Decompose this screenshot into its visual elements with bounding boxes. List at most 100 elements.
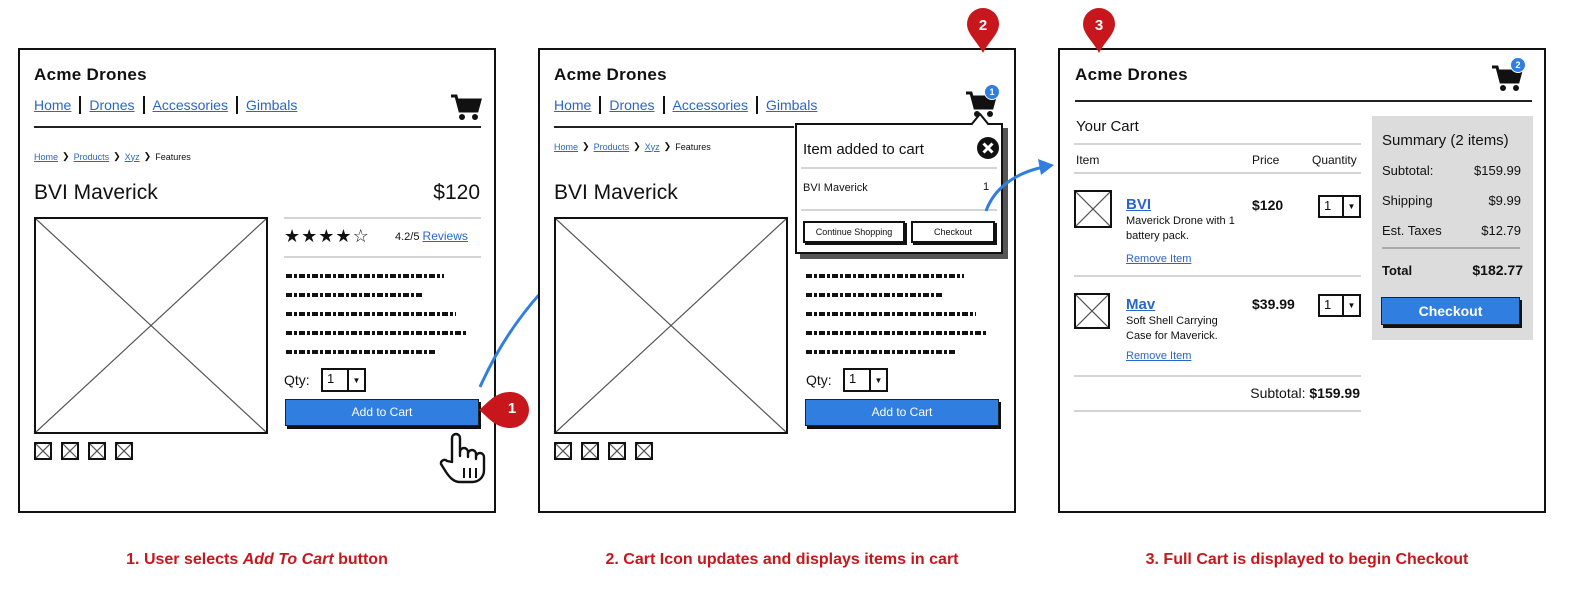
cart-subtotal: Subtotal: $159.99 bbox=[1200, 385, 1360, 401]
divider bbox=[1074, 375, 1361, 377]
cart-item-image bbox=[1074, 190, 1112, 228]
chevron-right-icon: ❯ bbox=[582, 141, 590, 151]
quantity-select[interactable]: 1 ▼ bbox=[843, 368, 888, 392]
thumbnail[interactable] bbox=[581, 442, 599, 460]
qty-label: Qty: bbox=[284, 372, 310, 388]
chevron-right-icon: ❯ bbox=[633, 141, 641, 151]
flow-arrow bbox=[984, 159, 1054, 212]
half-star-icon: ☆ bbox=[352, 226, 370, 246]
added-to-cart-popup: Item added to cart BVI Maverick 1 Contin… bbox=[795, 123, 1003, 254]
thumbnail[interactable] bbox=[34, 442, 52, 460]
image-placeholder-icon bbox=[36, 219, 266, 432]
breadcrumb: Home❯ Products❯ Xyz❯ Features bbox=[34, 151, 191, 162]
caption-text: 1. User selects bbox=[126, 551, 243, 568]
star-icon: ★ bbox=[301, 226, 319, 246]
header-divider bbox=[554, 126, 794, 128]
breadcrumb-current: Features bbox=[675, 141, 711, 152]
step-marker-2: 2 bbox=[978, 17, 988, 34]
brand-title: Acme Drones bbox=[34, 65, 147, 84]
breadcrumb-current: Features bbox=[155, 151, 191, 162]
breadcrumb-products[interactable]: Products bbox=[593, 141, 630, 152]
dropdown-arrow-icon: ▼ bbox=[1342, 296, 1359, 315]
close-icon[interactable] bbox=[976, 136, 1000, 160]
continue-shopping-button[interactable]: Continue Shopping bbox=[803, 221, 905, 243]
divider bbox=[1382, 247, 1520, 249]
popup-pointer bbox=[970, 113, 990, 125]
breadcrumb-xyz[interactable]: Xyz bbox=[644, 141, 660, 152]
add-to-cart-button[interactable]: Add to Cart bbox=[805, 399, 999, 426]
nav-accessories[interactable]: Accessories bbox=[145, 96, 238, 114]
divider bbox=[1074, 143, 1361, 145]
dropdown-arrow-icon: ▼ bbox=[347, 370, 364, 390]
cart-icon[interactable] bbox=[450, 93, 482, 121]
chevron-right-icon: ❯ bbox=[113, 151, 121, 161]
cart-item-name-link[interactable]: Mav bbox=[1126, 296, 1156, 313]
quantity-value: 1 bbox=[1324, 297, 1332, 312]
cart-item-description-line: battery pack. bbox=[1126, 230, 1189, 242]
remove-item-link[interactable]: Remove Item bbox=[1126, 350, 1192, 362]
summary-taxes-label: Est. Taxes bbox=[1382, 223, 1442, 238]
cart-count-badge: 2 bbox=[1510, 57, 1526, 73]
divider bbox=[801, 167, 997, 169]
cart-item-price: $120 bbox=[1252, 197, 1284, 213]
summary-subtotal-value: $159.99 bbox=[1474, 163, 1521, 178]
breadcrumb-home[interactable]: Home bbox=[554, 141, 579, 152]
cart-item-description-line: Maverick Drone with 1 bbox=[1126, 215, 1235, 227]
popup-title: Item added to cart bbox=[803, 141, 924, 158]
cart-item-description: Maverick Drone with 1 battery pack. bbox=[1126, 214, 1235, 244]
caption-emphasis: Add To Cart bbox=[242, 551, 334, 568]
nav-gimbals[interactable]: Gimbals bbox=[245, 97, 298, 113]
dropdown-arrow-icon: ▼ bbox=[869, 370, 886, 390]
cart-item-description: Soft Shell Carrying Case for Maverick. bbox=[1126, 314, 1218, 344]
breadcrumb-products[interactable]: Products bbox=[73, 151, 110, 162]
quantity-value: 1 bbox=[1324, 198, 1332, 213]
divider bbox=[284, 256, 481, 258]
checkout-button[interactable]: Checkout bbox=[1381, 297, 1520, 325]
image-placeholder-icon bbox=[637, 444, 651, 458]
nav-drones[interactable]: Drones bbox=[81, 96, 145, 114]
remove-item-link[interactable]: Remove Item bbox=[1126, 253, 1192, 265]
thumbnail[interactable] bbox=[115, 442, 133, 460]
cart-item-name-link[interactable]: BVI bbox=[1126, 196, 1152, 213]
summary-shipping-value: $9.99 bbox=[1488, 193, 1521, 208]
nav-home[interactable]: Home bbox=[554, 96, 602, 114]
divider bbox=[284, 217, 481, 219]
image-placeholder-icon bbox=[1076, 192, 1110, 226]
thumbnail[interactable] bbox=[88, 442, 106, 460]
thumbnail[interactable] bbox=[608, 442, 626, 460]
star-icon: ★ bbox=[335, 226, 353, 246]
rating-text: 4.2/5 bbox=[395, 231, 420, 243]
cart-quantity-select[interactable]: 1 ▼ bbox=[1318, 195, 1361, 218]
thumbnail-row bbox=[554, 442, 653, 460]
breadcrumb-home[interactable]: Home bbox=[34, 151, 59, 162]
nav-drones[interactable]: Drones bbox=[601, 96, 665, 114]
divider bbox=[1074, 410, 1361, 412]
description-scribble bbox=[806, 274, 986, 354]
summary-subtotal-label: Subtotal: bbox=[1382, 163, 1434, 178]
image-placeholder-icon bbox=[583, 444, 597, 458]
caption-step-1: 1. User selects Add To Cart button bbox=[18, 551, 496, 569]
popup-item-name: BVI Maverick bbox=[803, 182, 868, 194]
thumbnail[interactable] bbox=[61, 442, 79, 460]
quantity-value: 1 bbox=[849, 371, 857, 386]
star-rating: ★★★★☆ bbox=[284, 226, 370, 247]
thumbnail[interactable] bbox=[635, 442, 653, 460]
cart-subtotal-label: Subtotal: bbox=[1250, 385, 1306, 401]
popup-checkout-button[interactable]: Checkout bbox=[911, 221, 995, 243]
add-to-cart-button[interactable]: Add to Cart bbox=[285, 399, 479, 426]
product-title: BVI Maverick bbox=[34, 181, 158, 204]
thumbnail[interactable] bbox=[554, 442, 572, 460]
cart-quantity-select[interactable]: 1 ▼ bbox=[1318, 294, 1361, 317]
step-marker-1: 1 bbox=[507, 400, 517, 417]
reviews-link[interactable]: Reviews bbox=[422, 229, 468, 243]
chevron-right-icon: ❯ bbox=[62, 151, 70, 161]
quantity-select[interactable]: 1 ▼ bbox=[321, 368, 366, 392]
map-marker-icon bbox=[479, 392, 529, 428]
product-price: $120 bbox=[433, 181, 480, 204]
image-placeholder-icon bbox=[36, 444, 50, 458]
nav-home[interactable]: Home bbox=[34, 96, 82, 114]
breadcrumb-xyz[interactable]: Xyz bbox=[124, 151, 140, 162]
nav-gimbals[interactable]: Gimbals bbox=[765, 97, 818, 113]
quantity-value: 1 bbox=[327, 371, 335, 386]
nav-accessories[interactable]: Accessories bbox=[665, 96, 758, 114]
